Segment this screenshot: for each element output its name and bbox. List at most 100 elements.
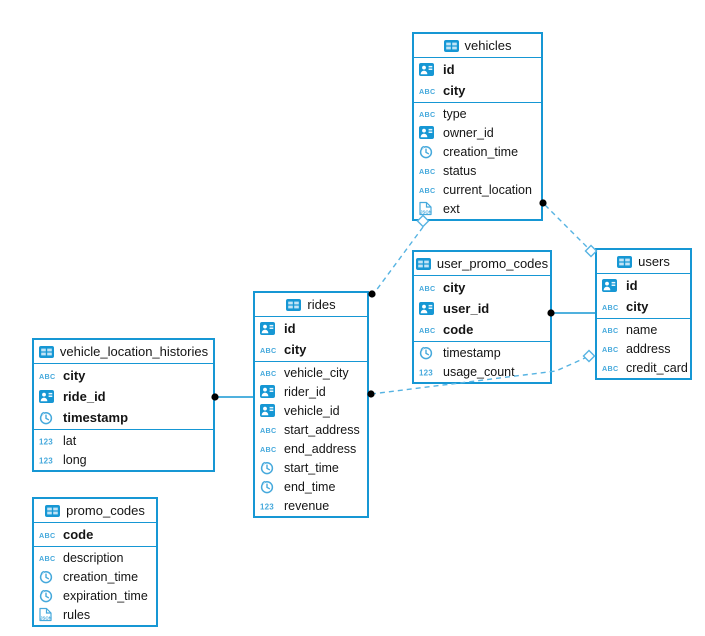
id-icon [419,302,438,315]
text-icon: ABC [602,325,621,335]
column-name: creation_time [63,569,139,584]
svg-text:123: 123 [260,502,274,511]
column-row-ride_id: ride_id [34,386,213,407]
column-row-creation_time: creation_time [34,567,156,586]
text-icon: ABC [260,444,279,454]
column-name: start_time [284,460,339,475]
column-name: lat [63,433,77,448]
column-name: id [443,62,455,77]
column-name: name [626,322,658,337]
text-icon: ABC [39,553,58,563]
columns-section: ABC description creation_time expiration_ti… [34,547,156,625]
text-icon: ABC [602,363,621,373]
column-name: type [443,106,467,121]
json-icon: JSON [419,201,438,216]
column-row-description: ABC description [34,548,156,567]
svg-text:ABC: ABC [260,426,276,435]
relation-diamond-end [582,349,596,363]
number-icon: 123 [419,367,438,377]
text-icon: ABC [39,530,58,540]
relation-user_promo_codes-users [547,309,595,317]
column-name: rider_id [284,384,326,399]
column-name: city [626,299,649,314]
svg-text:ABC: ABC [260,369,276,378]
table-header-users[interactable]: users [597,250,690,274]
column-name: end_address [284,441,357,456]
column-row-creation_time: creation_time [414,142,541,161]
id-icon [39,390,58,403]
column-name: usage_count [443,364,515,379]
id-icon [260,404,279,417]
id-icon [419,63,438,76]
time-icon [39,588,58,603]
json-icon: JSON [39,607,58,622]
column-name: ext [443,201,460,216]
table-header-promo_codes[interactable]: promo_codes [34,499,156,523]
svg-text:123: 123 [419,368,433,377]
svg-text:JSON: JSON [40,615,52,620]
column-name: ride_id [63,389,106,404]
column-name: city [443,83,466,98]
column-name: description [63,550,124,565]
table-title: vehicle_location_histories [59,344,209,359]
column-name: timestamp [63,410,129,425]
svg-text:ABC: ABC [39,531,55,540]
text-icon: ABC [260,368,279,378]
column-row-user_id: user_id [414,298,550,319]
table-header-vehicles[interactable]: vehicles [414,34,541,58]
table-header-rides[interactable]: rides [255,293,367,317]
time-icon [260,460,279,475]
svg-text:ABC: ABC [419,110,435,119]
svg-text:ABC: ABC [419,167,435,176]
column-name: user_id [443,301,490,316]
text-icon: ABC [602,302,621,312]
table-icon [45,504,61,517]
column-row-end_address: ABC end_address [255,439,367,458]
column-row-id: id [597,275,690,296]
svg-text:ABC: ABC [602,345,618,354]
columns-section: timestamp 123 usage_count [414,342,550,382]
svg-text:ABC: ABC [602,364,618,373]
id-icon [260,385,279,398]
column-row-ext: JSON ext [414,199,541,218]
column-row-owner_id: owner_id [414,123,541,142]
table-header-user_promo_codes[interactable]: user_promo_codes [414,252,550,276]
time-icon [39,569,58,584]
column-row-id: id [414,59,541,80]
column-row-end_time: end_time [255,477,367,496]
relation-vehicle_location_histories-rides [211,393,253,401]
table-title: user_promo_codes [436,256,549,271]
column-row-lat: 123 lat [34,431,213,450]
column-row-timestamp: timestamp [414,343,550,362]
time-icon [419,144,438,159]
table-header-vehicle_location_histories[interactable]: vehicle_location_histories [34,340,213,364]
relation-dot-end [368,290,376,298]
column-row-expiration_time: expiration_time [34,586,156,605]
text-icon: ABC [419,166,438,176]
column-name: rules [63,607,91,622]
svg-text:123: 123 [39,437,53,446]
